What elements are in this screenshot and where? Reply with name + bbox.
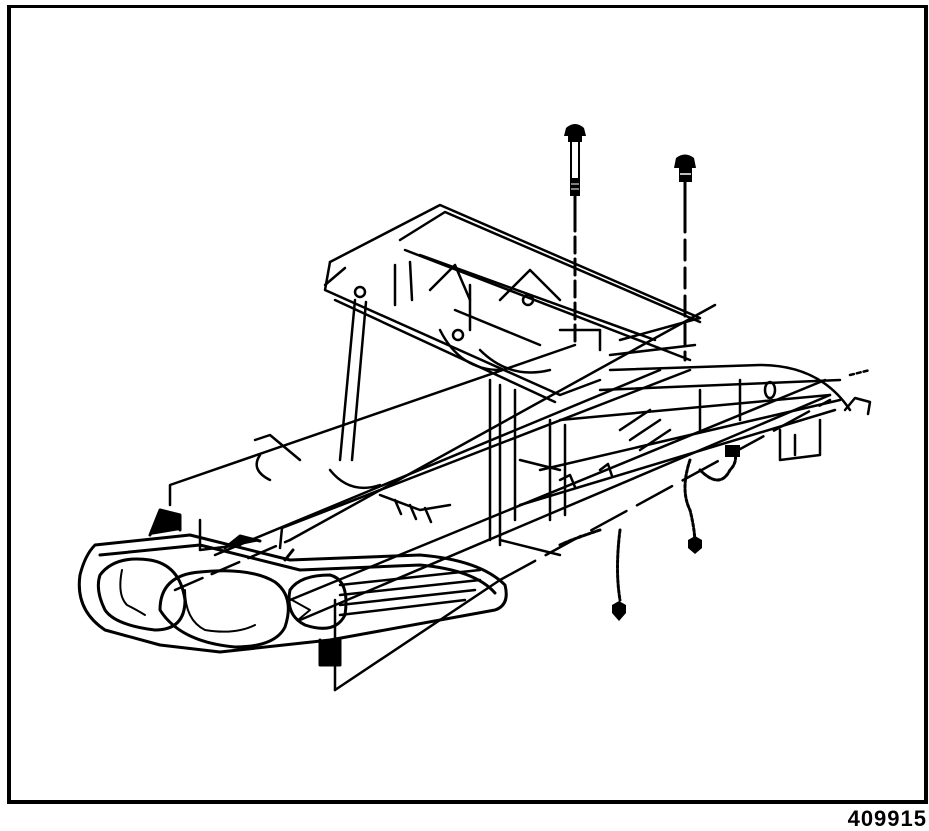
connector-2-icon — [612, 601, 626, 621]
connector-1-icon — [688, 445, 740, 554]
bolt-short-icon — [674, 154, 696, 362]
bolt-long-icon — [564, 124, 586, 347]
figure-number: 409915 — [847, 806, 927, 831]
headlamp-assembly — [77, 508, 508, 667]
wiring-harness — [558, 443, 737, 602]
figure-frame — [7, 5, 928, 804]
